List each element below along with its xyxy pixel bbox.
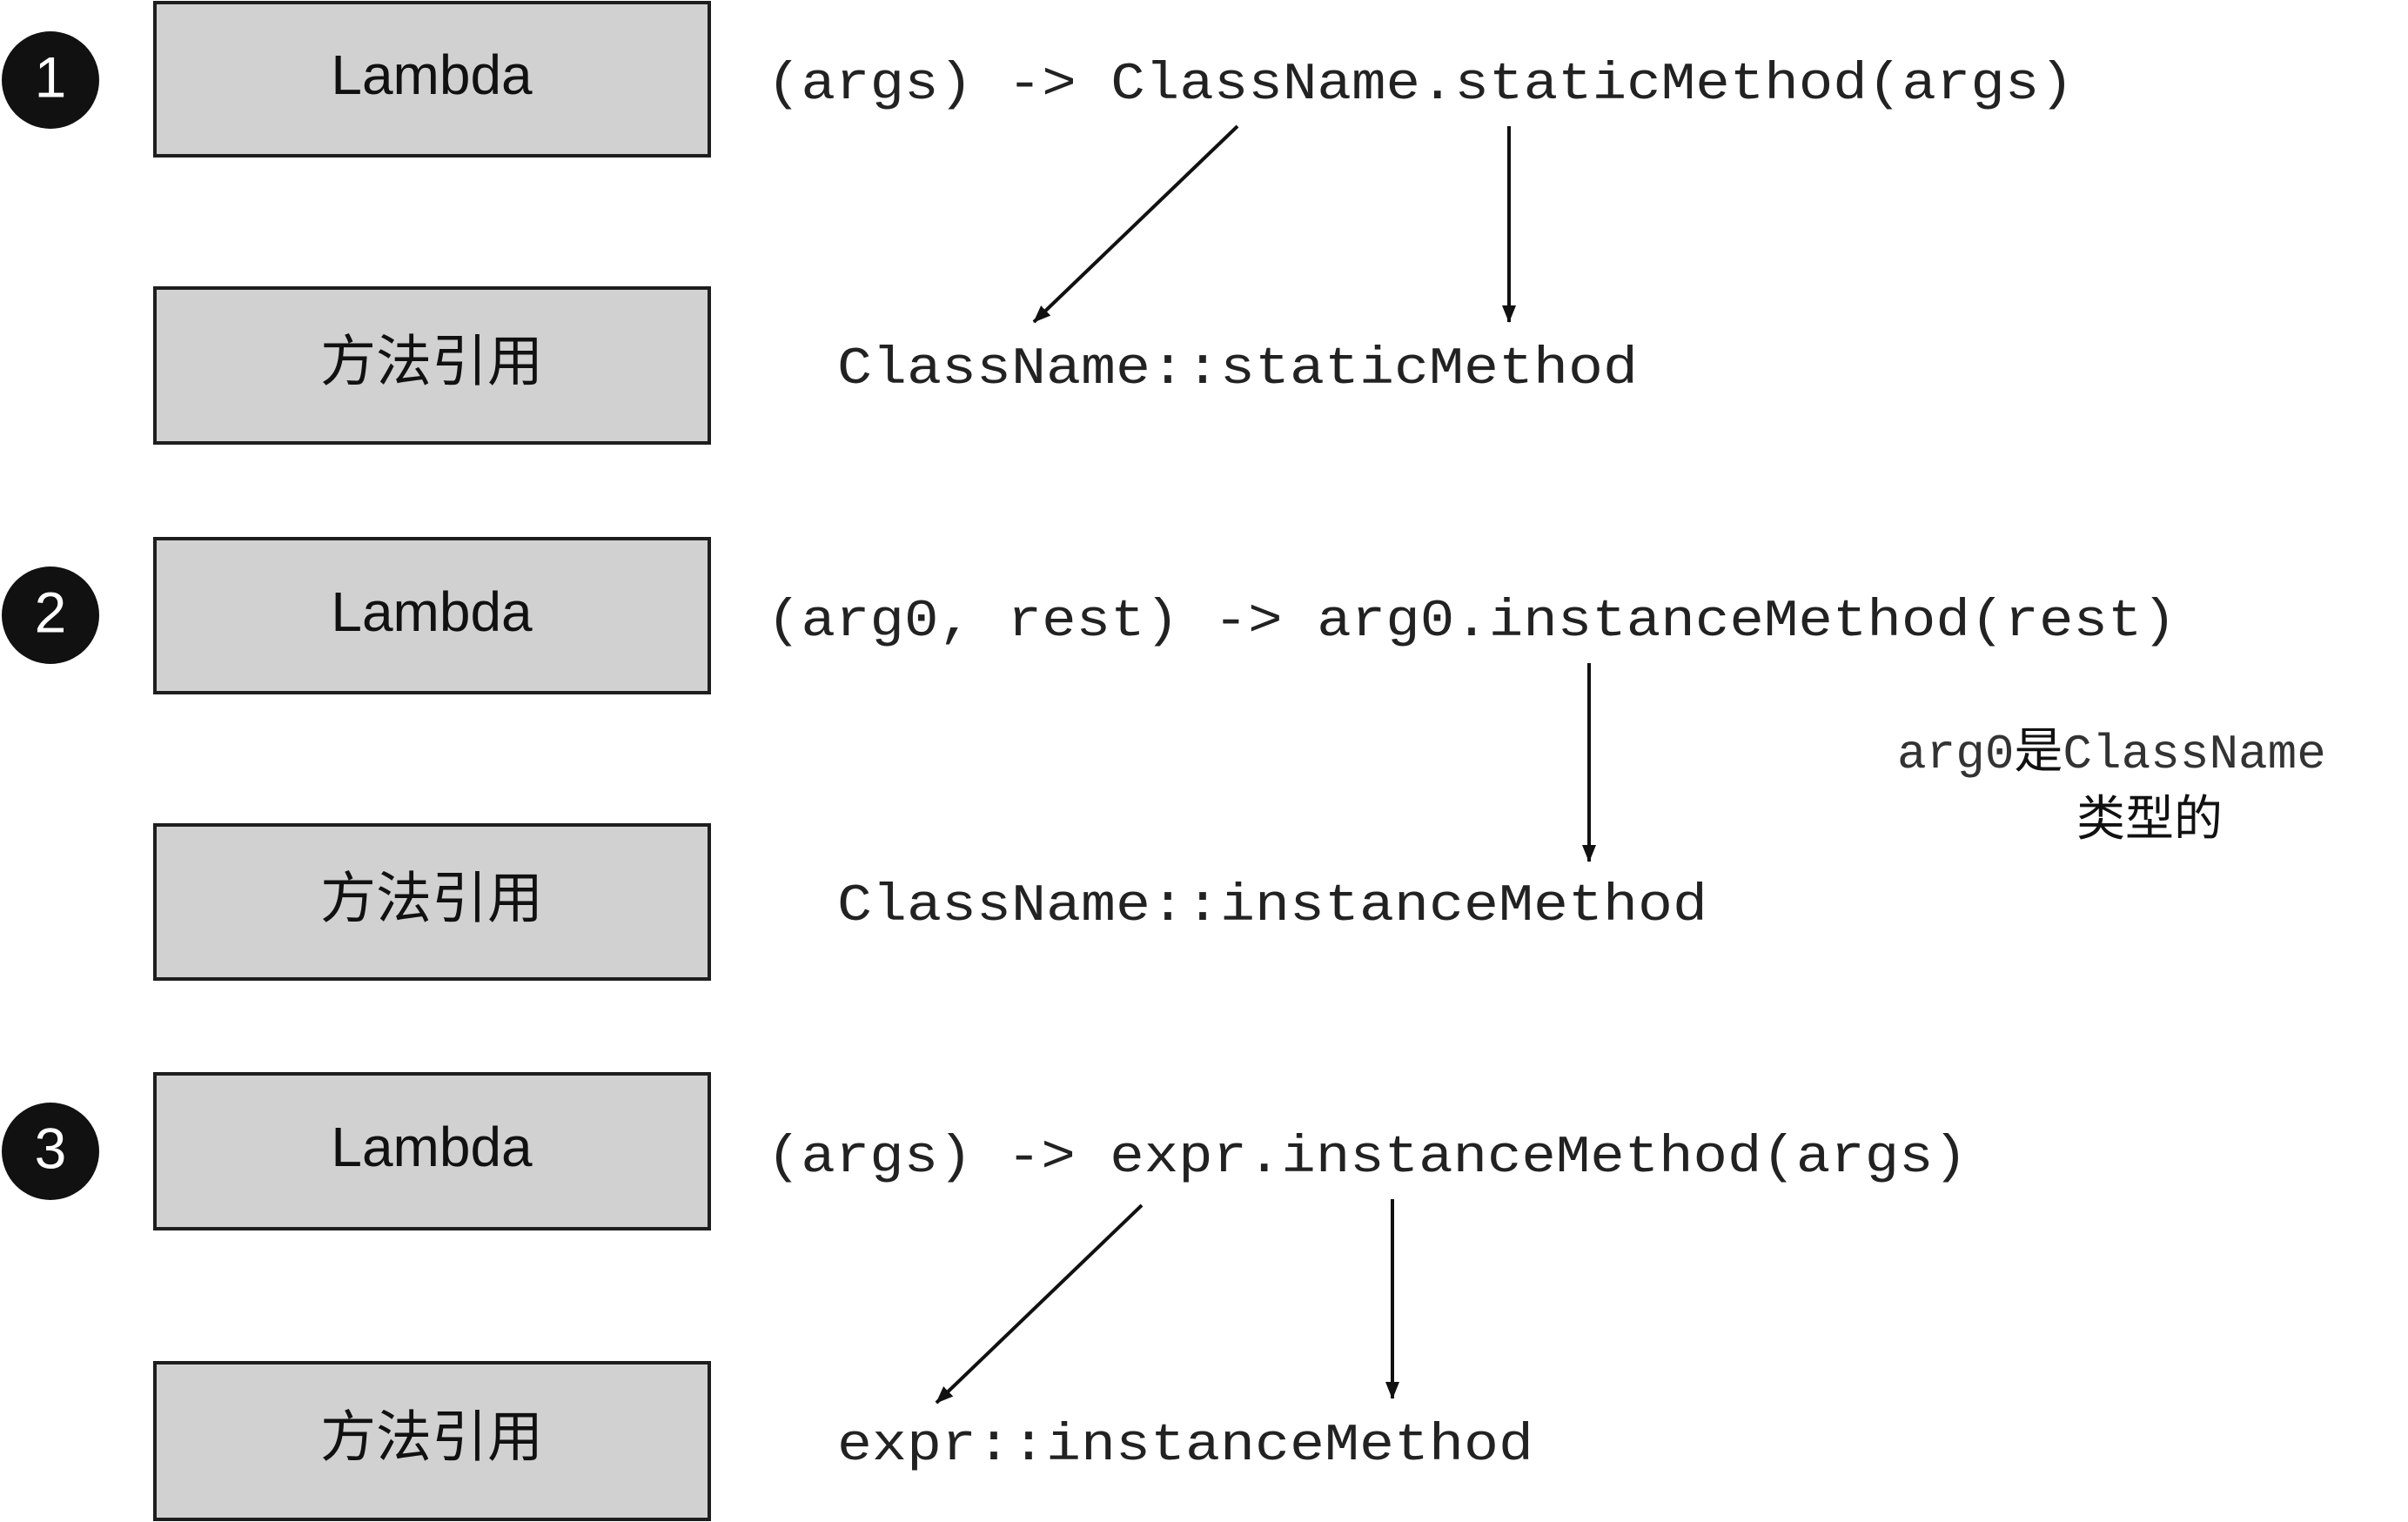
badge-circle [2, 1103, 99, 1200]
lambda-box-label: Lambda [331, 580, 533, 643]
method-ref-box-label: 方法引用 [320, 331, 543, 395]
badge-number: 2 [35, 580, 67, 644]
type-note-line-1: arg0是ClassName [1897, 723, 2326, 782]
number-badge-1: 1 [2, 31, 99, 129]
lambda-box-label: Lambda [331, 1116, 533, 1178]
method-ref-box-rect [153, 1361, 711, 1521]
method-ref-box-2: 方法引用 [153, 823, 711, 981]
row-1: 1 Lambda 方法引用 (args) -> ClassName.static… [2, 1, 2074, 445]
lambda-box-rect [153, 537, 711, 694]
type-note: arg0是ClassName 类型的 [1897, 723, 2326, 848]
number-badge-2: 2 [2, 567, 99, 664]
lambda-box-rect [153, 1, 711, 158]
row-3: 3 Lambda 方法引用 (args) -> expr.instanceMet… [2, 1072, 1968, 1521]
method-ref-box-rect [153, 286, 711, 445]
lambda-box-rect [153, 1072, 711, 1230]
method-ref-code-1: ClassName::staticMethod [837, 340, 1638, 399]
arrow-classname-1 [1032, 124, 1239, 324]
method-ref-box-1: 方法引用 [153, 286, 711, 445]
lambda-code-2: (arg0, rest) -> arg0.instanceMethod(rest… [767, 593, 2177, 652]
method-ref-box-3: 方法引用 [153, 1361, 711, 1521]
lambda-box-label: Lambda [331, 44, 533, 106]
lambda-code-1: (args) -> ClassName.staticMethod(args) [767, 56, 2074, 115]
type-note-line-2: 类型的 [2076, 791, 2223, 848]
lambda-box-3: Lambda [153, 1072, 711, 1230]
badge-number: 1 [35, 44, 67, 109]
type-note-code-arg0: arg0 [1897, 727, 2014, 782]
method-ref-box-label: 方法引用 [320, 868, 543, 932]
arrow-expr-3 [935, 1204, 1144, 1405]
number-badge-3: 3 [2, 1103, 99, 1200]
method-ref-box-rect [153, 823, 711, 981]
row-2: 2 Lambda 方法引用 (arg0, rest) -> arg0.insta… [2, 537, 2326, 981]
method-ref-code-3: expr::instanceMethod [837, 1417, 1533, 1476]
type-note-is: 是 [2014, 723, 2063, 780]
lambda-box-2: Lambda [153, 537, 711, 694]
lambda-box-1: Lambda [153, 1, 711, 158]
type-note-code-classname: ClassName [2063, 727, 2325, 782]
badge-number: 3 [35, 1116, 67, 1180]
badge-circle [2, 31, 99, 129]
badge-circle [2, 567, 99, 664]
lambda-code-3: (args) -> expr.instanceMethod(args) [767, 1129, 1968, 1188]
method-ref-box-label: 方法引用 [320, 1406, 543, 1471]
method-ref-code-2: ClassName::instanceMethod [837, 877, 1707, 936]
